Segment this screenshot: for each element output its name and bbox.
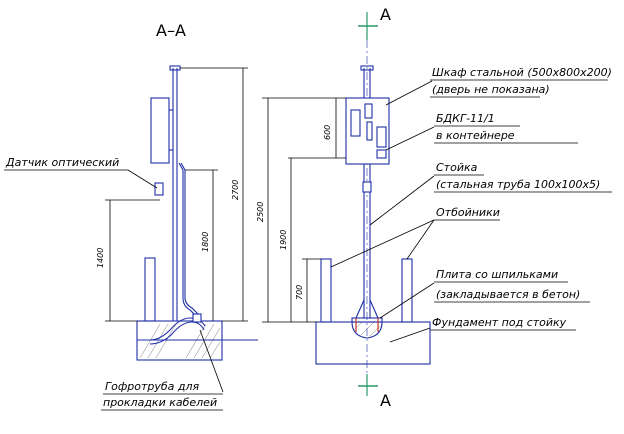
dim-1800: 1800 <box>201 232 210 252</box>
callout-foundation: Фундамент под стойку <box>389 316 576 343</box>
dim-1400: 1400 <box>96 248 105 268</box>
side-view: А–А <box>4 21 258 411</box>
left-foundation-hatch <box>139 323 221 359</box>
dim-2500: 2500 <box>256 202 265 222</box>
left-bollard <box>144 257 156 322</box>
callout-plate: Плита со шпильками (закладывается в бето… <box>379 268 590 319</box>
label-foundation: Фундамент под стойку <box>432 316 567 329</box>
dim-1900: 1900 <box>279 230 288 250</box>
section-mark-top: А <box>380 5 391 24</box>
callout-sensor: Датчик оптический <box>4 156 158 189</box>
callout-post: Стойка (стальная труба 100х100х5) <box>369 161 612 226</box>
section-title: А–А <box>156 21 186 40</box>
dim-2700: 2700 <box>231 180 240 200</box>
label-cabinet-1: Шкаф стальной (500х800х200) <box>432 66 612 79</box>
dim-600: 600 <box>323 125 332 140</box>
anchor-plate <box>351 317 383 323</box>
label-post-1: Стойка <box>436 161 478 174</box>
anchor-plate-area <box>351 321 383 339</box>
callout-cabinet: Шкаф стальной (500х800х200) (дверь не по… <box>385 66 612 106</box>
label-conduit-2: прокладки кабелей <box>103 396 217 409</box>
label-plate-1: Плита со шпильками <box>436 268 558 281</box>
callout-conduit: Гофротруба для прокладки кабелей <box>101 329 224 411</box>
callout-bollards: Отбойники <box>330 206 500 268</box>
label-bdkg-1: БДКГ-11/1 <box>436 112 495 125</box>
label-sensor: Датчик оптический <box>5 156 119 169</box>
bollard-left <box>320 258 332 323</box>
label-plate-2: (закладывается в бетон) <box>436 288 580 301</box>
left-cabinet <box>150 97 170 164</box>
callout-bdkg: БДКГ-11/1 в контейнере <box>385 112 578 151</box>
optical-sensor <box>154 182 164 196</box>
bdkg-container <box>376 126 387 148</box>
label-bollards: Отбойники <box>436 206 500 219</box>
label-cabinet-2: (дверь не показана) <box>432 83 550 96</box>
label-conduit-1: Гофротруба для <box>105 380 200 393</box>
right-foundation <box>315 321 431 365</box>
label-post-2: (стальная труба 100х100х5) <box>436 178 600 191</box>
right-dimensions: 2500 600 1900 700 <box>256 97 346 323</box>
front-view: А А <box>256 5 612 410</box>
dim-700: 700 <box>295 285 304 300</box>
left-dimensions: 1400 1800 2700 <box>96 67 248 322</box>
bollard-right <box>401 258 413 323</box>
label-bdkg-2: в контейнере <box>436 129 515 142</box>
cable <box>178 162 197 317</box>
section-mark-bottom: А <box>380 391 391 410</box>
